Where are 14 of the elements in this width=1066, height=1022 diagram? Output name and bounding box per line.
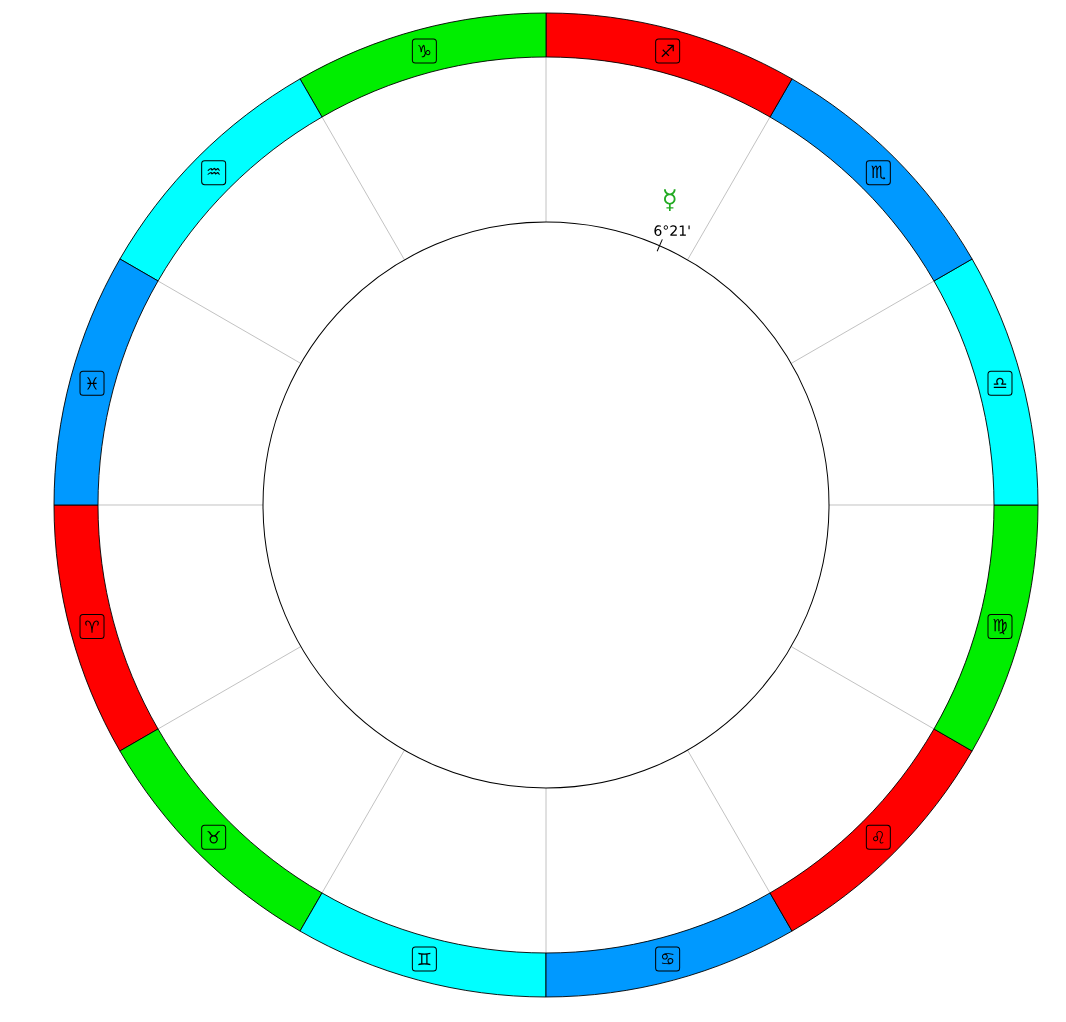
degree-label: 6°21' <box>654 225 690 236</box>
sign-segment: ♐ <box>545 12 793 118</box>
sign-segment: ♉ <box>119 728 323 932</box>
sign-segment: ♒ <box>119 78 323 282</box>
sign-segment: ♏ <box>769 78 973 282</box>
sign-segment: ♊ <box>299 892 547 998</box>
sign-segment: ♓ <box>53 258 159 506</box>
sign-segment: ♋ <box>545 892 793 998</box>
planet-glyph: ☿ <box>664 189 676 211</box>
sign-segment: ♎ <box>933 258 1039 506</box>
sign-segment: ♍ <box>933 504 1039 752</box>
sign-segment: ♌ <box>769 728 973 932</box>
sign-segment: ♑ <box>299 12 547 118</box>
sign-segment: ♈ <box>53 504 159 752</box>
